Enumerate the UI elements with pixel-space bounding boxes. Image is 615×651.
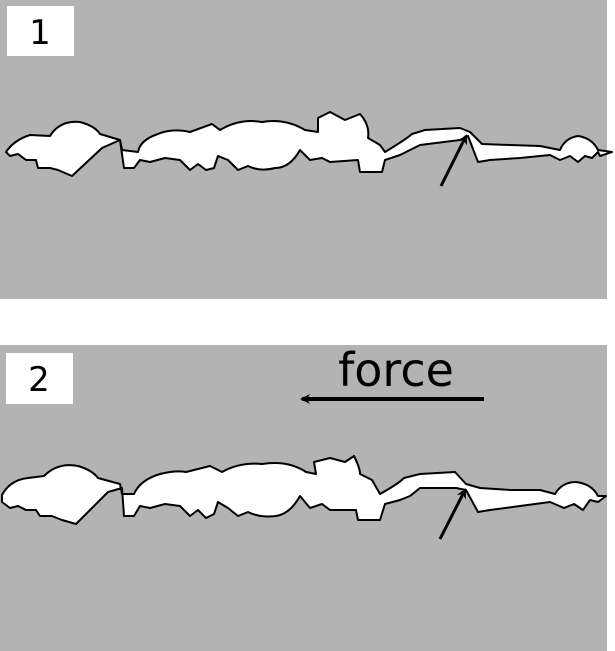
panel-2-label-box bbox=[6, 353, 73, 404]
panel-1-label: 1 bbox=[29, 13, 51, 53]
panel-1-label-box bbox=[7, 6, 74, 56]
panel-2-label: 2 bbox=[28, 360, 50, 400]
force-label: force bbox=[338, 343, 454, 397]
panel-2: 2 force bbox=[0, 343, 607, 651]
panel-1-contact-arrow bbox=[439, 134, 468, 187]
panel-2-contact-arrow bbox=[438, 488, 467, 540]
panel-2-surface-gap bbox=[1, 455, 607, 525]
panel-1-surface-gap bbox=[5, 111, 613, 177]
panel-1: 1 bbox=[0, 0, 613, 299]
